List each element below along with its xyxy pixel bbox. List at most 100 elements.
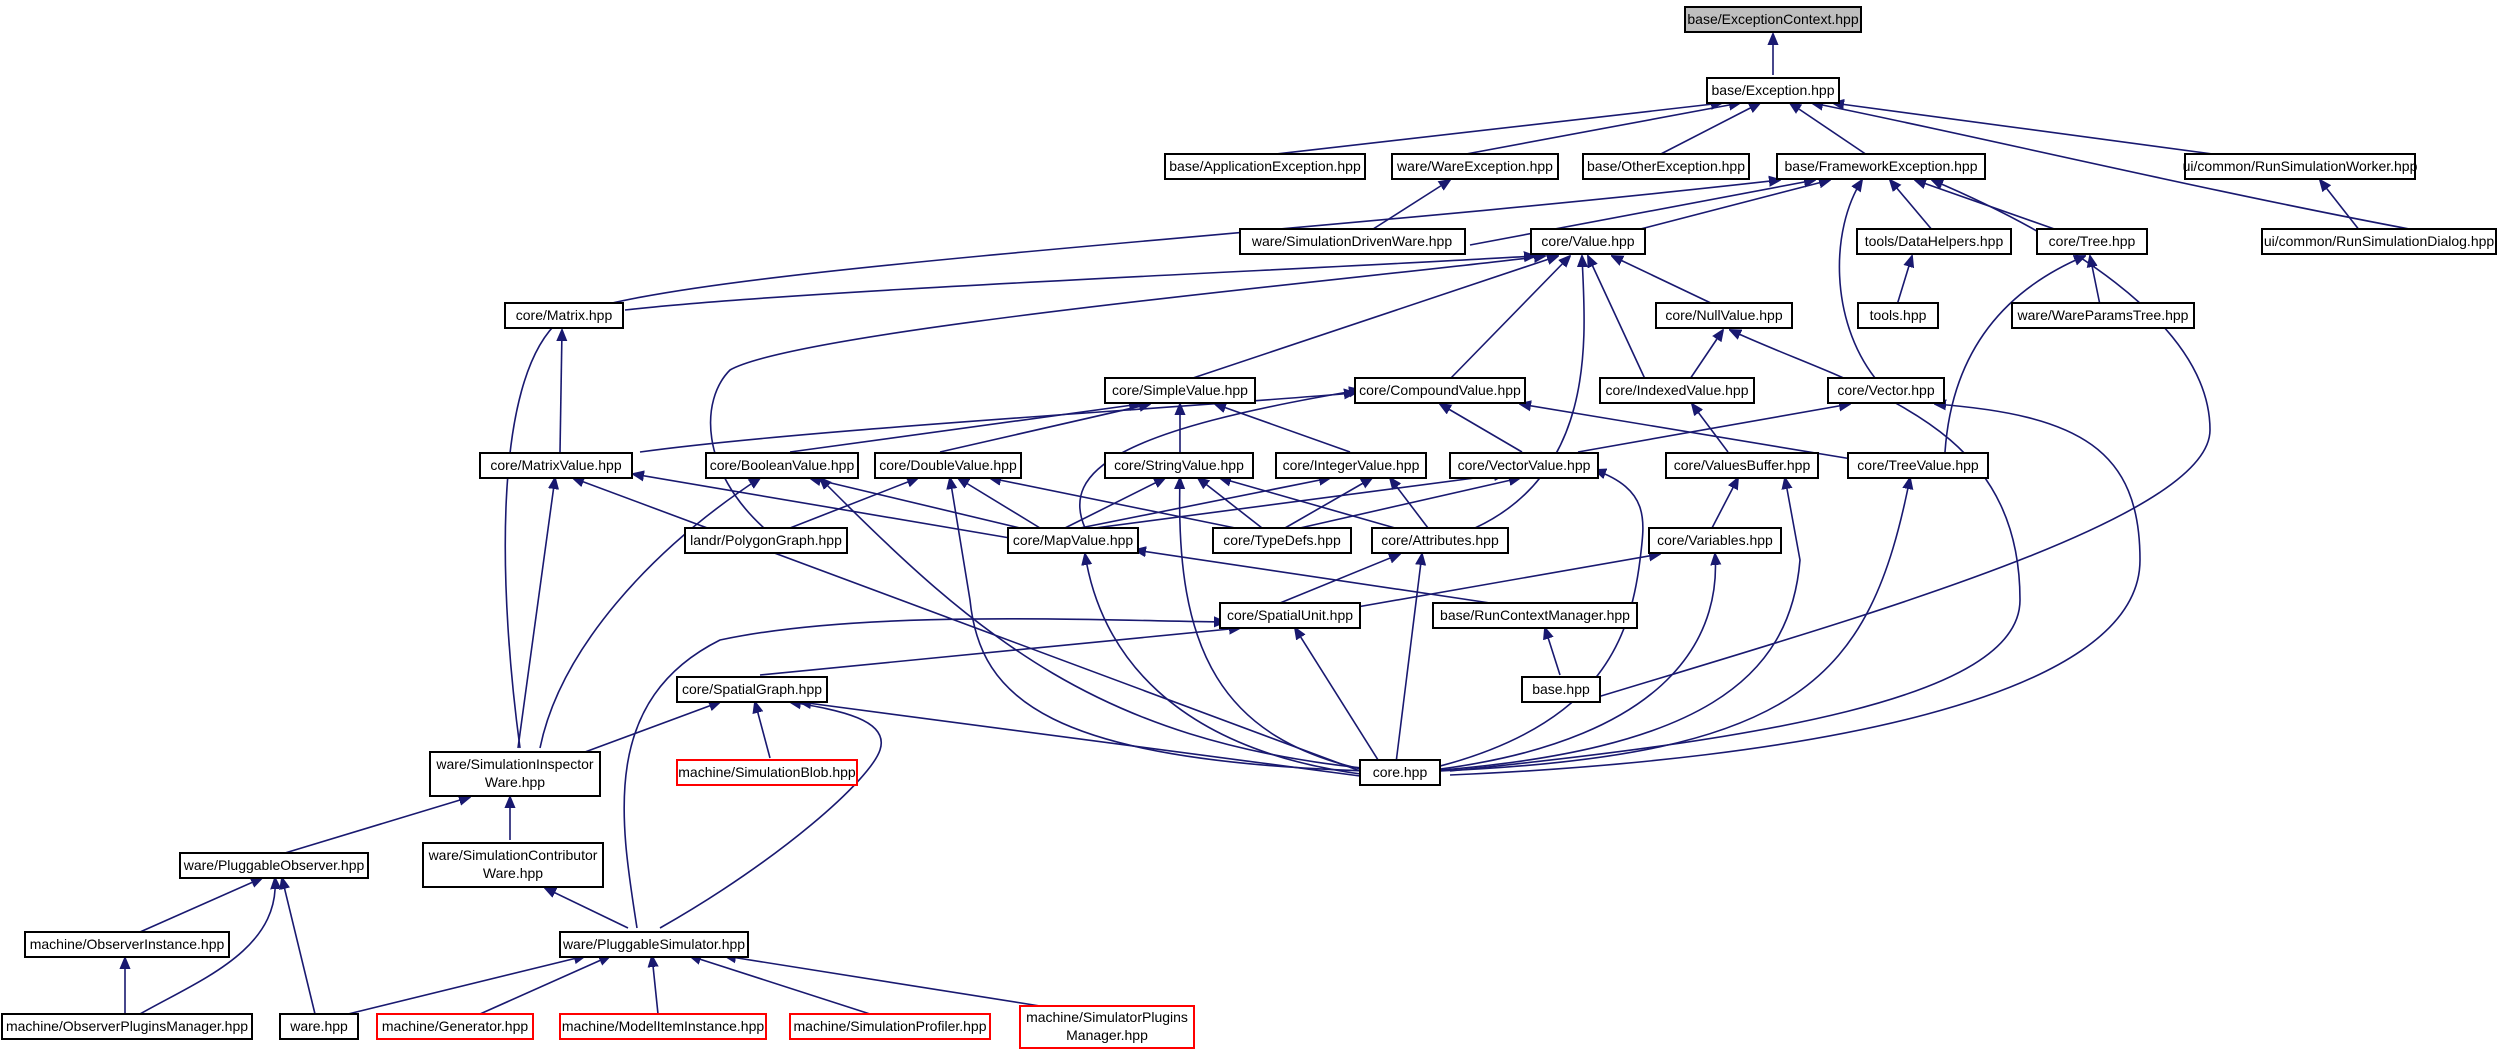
node-frameworkexception[interactable]: base/FrameworkException.hpp	[1776, 153, 1986, 180]
edge-compoundvalue-to-value	[1449, 256, 1570, 380]
node-simulationdrivenware[interactable]: ware/SimulationDrivenWare.hpp	[1239, 228, 1466, 255]
edge-matrixvalue-to-matrix	[560, 330, 562, 453]
node-pluggablesimulator[interactable]: ware/PluggableSimulator.hpp	[559, 931, 749, 958]
node-compoundvalue[interactable]: core/CompoundValue.hpp	[1354, 377, 1526, 404]
node-label: base/Exception.hpp	[1712, 82, 1835, 98]
node-value[interactable]: core/Value.hpp	[1530, 228, 1646, 255]
node-label: core/IntegerValue.hpp	[1283, 457, 1420, 473]
edge-otherexception-to-exception	[1654, 103, 1760, 158]
edge-indexedvalue-to-value	[1588, 256, 1646, 380]
node-wareexception[interactable]: ware/WareException.hpp	[1391, 153, 1559, 180]
node-runsimulationworker[interactable]: ui/common/RunSimulationWorker.hpp	[2183, 153, 2418, 180]
node-label: core/NullValue.hpp	[1665, 307, 1782, 323]
node-label: core/StringValue.hpp	[1114, 457, 1244, 473]
edge-simulationinspectorware-to-spatialgraph	[584, 702, 720, 753]
edge-integervalue-to-simplevalue	[1215, 404, 1351, 453]
node-label: ware/WareException.hpp	[1396, 158, 1553, 174]
node-runcontextmanager[interactable]: base/RunContextManager.hpp	[1432, 602, 1638, 629]
edge-ware-to-pluggablesimulator	[339, 956, 585, 1017]
node-spatialgraph[interactable]: core/SpatialGraph.hpp	[676, 676, 828, 703]
node-generator[interactable]: machine/Generator.hpp	[376, 1013, 534, 1040]
edge-matrixvalue-to-compoundvalue	[639, 393, 1355, 453]
node-datahelpers[interactable]: tools/DataHelpers.hpp	[1856, 228, 2012, 255]
node-exceptioncontext[interactable]: base/ExceptionContext.hpp	[1684, 6, 1862, 33]
node-simulationcontributorware[interactable]: ware/SimulationContributor Ware.hpp	[422, 842, 604, 888]
node-otherexception[interactable]: base/OtherException.hpp	[1582, 153, 1750, 180]
node-valuesbuffer[interactable]: core/ValuesBuffer.hpp	[1665, 452, 1819, 479]
node-observerinstance[interactable]: machine/ObserverInstance.hpp	[24, 931, 230, 958]
node-polygongraph[interactable]: landr/PolygonGraph.hpp	[684, 527, 848, 554]
node-treevalue[interactable]: core/TreeValue.hpp	[1847, 452, 1989, 479]
node-variables[interactable]: core/Variables.hpp	[1648, 527, 1782, 554]
node-stringvalue[interactable]: core/StringValue.hpp	[1104, 452, 1254, 479]
node-label: core/TypeDefs.hpp	[1223, 532, 1341, 548]
edge-value-to-frameworkexception	[1624, 180, 1830, 234]
node-vector[interactable]: core/Vector.hpp	[1827, 377, 1945, 404]
node-label: machine/SimulationProfiler.hpp	[794, 1018, 987, 1034]
node-label: core/DoubleValue.hpp	[879, 457, 1017, 473]
edge-spatialgraph-to-spatialunit	[759, 628, 1240, 676]
node-label: core/Tree.hpp	[2049, 233, 2136, 249]
node-typedefs[interactable]: core/TypeDefs.hpp	[1212, 527, 1352, 554]
node-label: core/IndexedValue.hpp	[1606, 382, 1749, 398]
node-nullvalue[interactable]: core/NullValue.hpp	[1655, 302, 1793, 329]
edge-core-to-booleanvalue	[820, 478, 1363, 769]
edge-typedefs-to-integervalue	[1284, 478, 1372, 529]
node-label: core/Attributes.hpp	[1381, 532, 1499, 548]
node-spatialunit[interactable]: core/SpatialUnit.hpp	[1219, 602, 1361, 629]
edge-spatialunit-to-variables	[1339, 554, 1660, 611]
node-pluggableobserver[interactable]: ware/PluggableObserver.hpp	[179, 852, 369, 879]
node-simulationinspectorware[interactable]: ware/SimulationInspector Ware.hpp	[429, 751, 601, 797]
node-vectorvalue[interactable]: core/VectorValue.hpp	[1449, 452, 1599, 479]
node-runsimulationdialog[interactable]: ui/common/RunSimulationDialog.hpp	[2261, 228, 2497, 255]
edge-core-to-attributes	[1394, 554, 1422, 772]
edge-simulationdrivenware-to-wareexception	[1369, 180, 1450, 232]
node-integervalue[interactable]: core/IntegerValue.hpp	[1275, 452, 1427, 479]
edge-core-to-vector	[1449, 404, 2141, 776]
node-label: core/BooleanValue.hpp	[710, 457, 855, 473]
node-label-line2: Ware.hpp	[483, 865, 543, 881]
node-booleanvalue[interactable]: core/BooleanValue.hpp	[705, 452, 859, 479]
node-simulatorpluginsmanager[interactable]: machine/SimulatorPlugins Manager.hpp	[1019, 1005, 1195, 1049]
edge-runcontextmanager-to-mapvalue	[1135, 550, 1491, 604]
node-label: machine/Generator.hpp	[382, 1018, 529, 1034]
edge-vectorvalue-to-compoundvalue	[1440, 404, 1523, 453]
node-ware[interactable]: ware.hpp	[279, 1013, 359, 1040]
node-matrix[interactable]: core/Matrix.hpp	[504, 302, 624, 329]
node-attributes[interactable]: core/Attributes.hpp	[1371, 527, 1509, 554]
node-simplevalue[interactable]: core/SimpleValue.hpp	[1104, 377, 1256, 404]
node-modeliteminstance[interactable]: machine/ModelItemInstance.hpp	[559, 1013, 767, 1040]
node-label: core/MapValue.hpp	[1013, 532, 1134, 548]
edge-simulationdrivenware-to-frameworkexception	[1469, 180, 1815, 246]
node-doublevalue[interactable]: core/DoubleValue.hpp	[874, 452, 1022, 479]
node-label: core/CompoundValue.hpp	[1359, 382, 1521, 398]
node-label: core/ValuesBuffer.hpp	[1674, 457, 1811, 473]
edge-core-to-mapvalue	[1085, 554, 1369, 776]
edge-typedefs-to-doublevalue	[990, 478, 1246, 531]
node-label: core/Value.hpp	[1541, 233, 1634, 249]
node-applicationexception[interactable]: base/ApplicationException.hpp	[1164, 153, 1366, 180]
edge-indexedvalue-to-nullvalue	[1689, 330, 1723, 380]
node-observerpluginsmanager[interactable]: machine/ObserverPluginsManager.hpp	[1, 1013, 253, 1040]
edge-core-to-spatialunit	[1295, 628, 1386, 772]
edge-simplevalue-to-value	[1189, 256, 1558, 380]
edge-attributes-to-stringvalue	[1220, 478, 1396, 529]
edge-simulationinspectorware-to-matrixvalue	[517, 478, 555, 749]
node-indexedvalue[interactable]: core/IndexedValue.hpp	[1599, 377, 1755, 404]
node-tools[interactable]: tools.hpp	[1857, 302, 1939, 329]
node-wareparamstree[interactable]: ware/WareParamsTree.hpp	[2011, 302, 2195, 329]
edge-runsimulationworker-to-exception	[1833, 103, 2236, 158]
node-simulationblob[interactable]: machine/SimulationBlob.hpp	[676, 759, 858, 786]
node-simulationprofiler[interactable]: machine/SimulationProfiler.hpp	[789, 1013, 991, 1040]
dependency-nodes: base/ExceptionContext.hpp base/Exception…	[1, 6, 2497, 1049]
node-exception[interactable]: base/Exception.hpp	[1706, 77, 1840, 104]
node-base[interactable]: base.hpp	[1521, 676, 1601, 703]
edge-treevalue-to-tree	[1944, 256, 2085, 453]
node-core[interactable]: core.hpp	[1359, 759, 1441, 786]
node-tree[interactable]: core/Tree.hpp	[2036, 228, 2148, 255]
edge-base-to-frameworkexception	[1587, 180, 2211, 701]
node-label-line1: ware/SimulationContributor	[428, 847, 598, 863]
node-mapvalue[interactable]: core/MapValue.hpp	[1007, 527, 1139, 554]
node-matrixvalue[interactable]: core/MatrixValue.hpp	[479, 452, 633, 479]
